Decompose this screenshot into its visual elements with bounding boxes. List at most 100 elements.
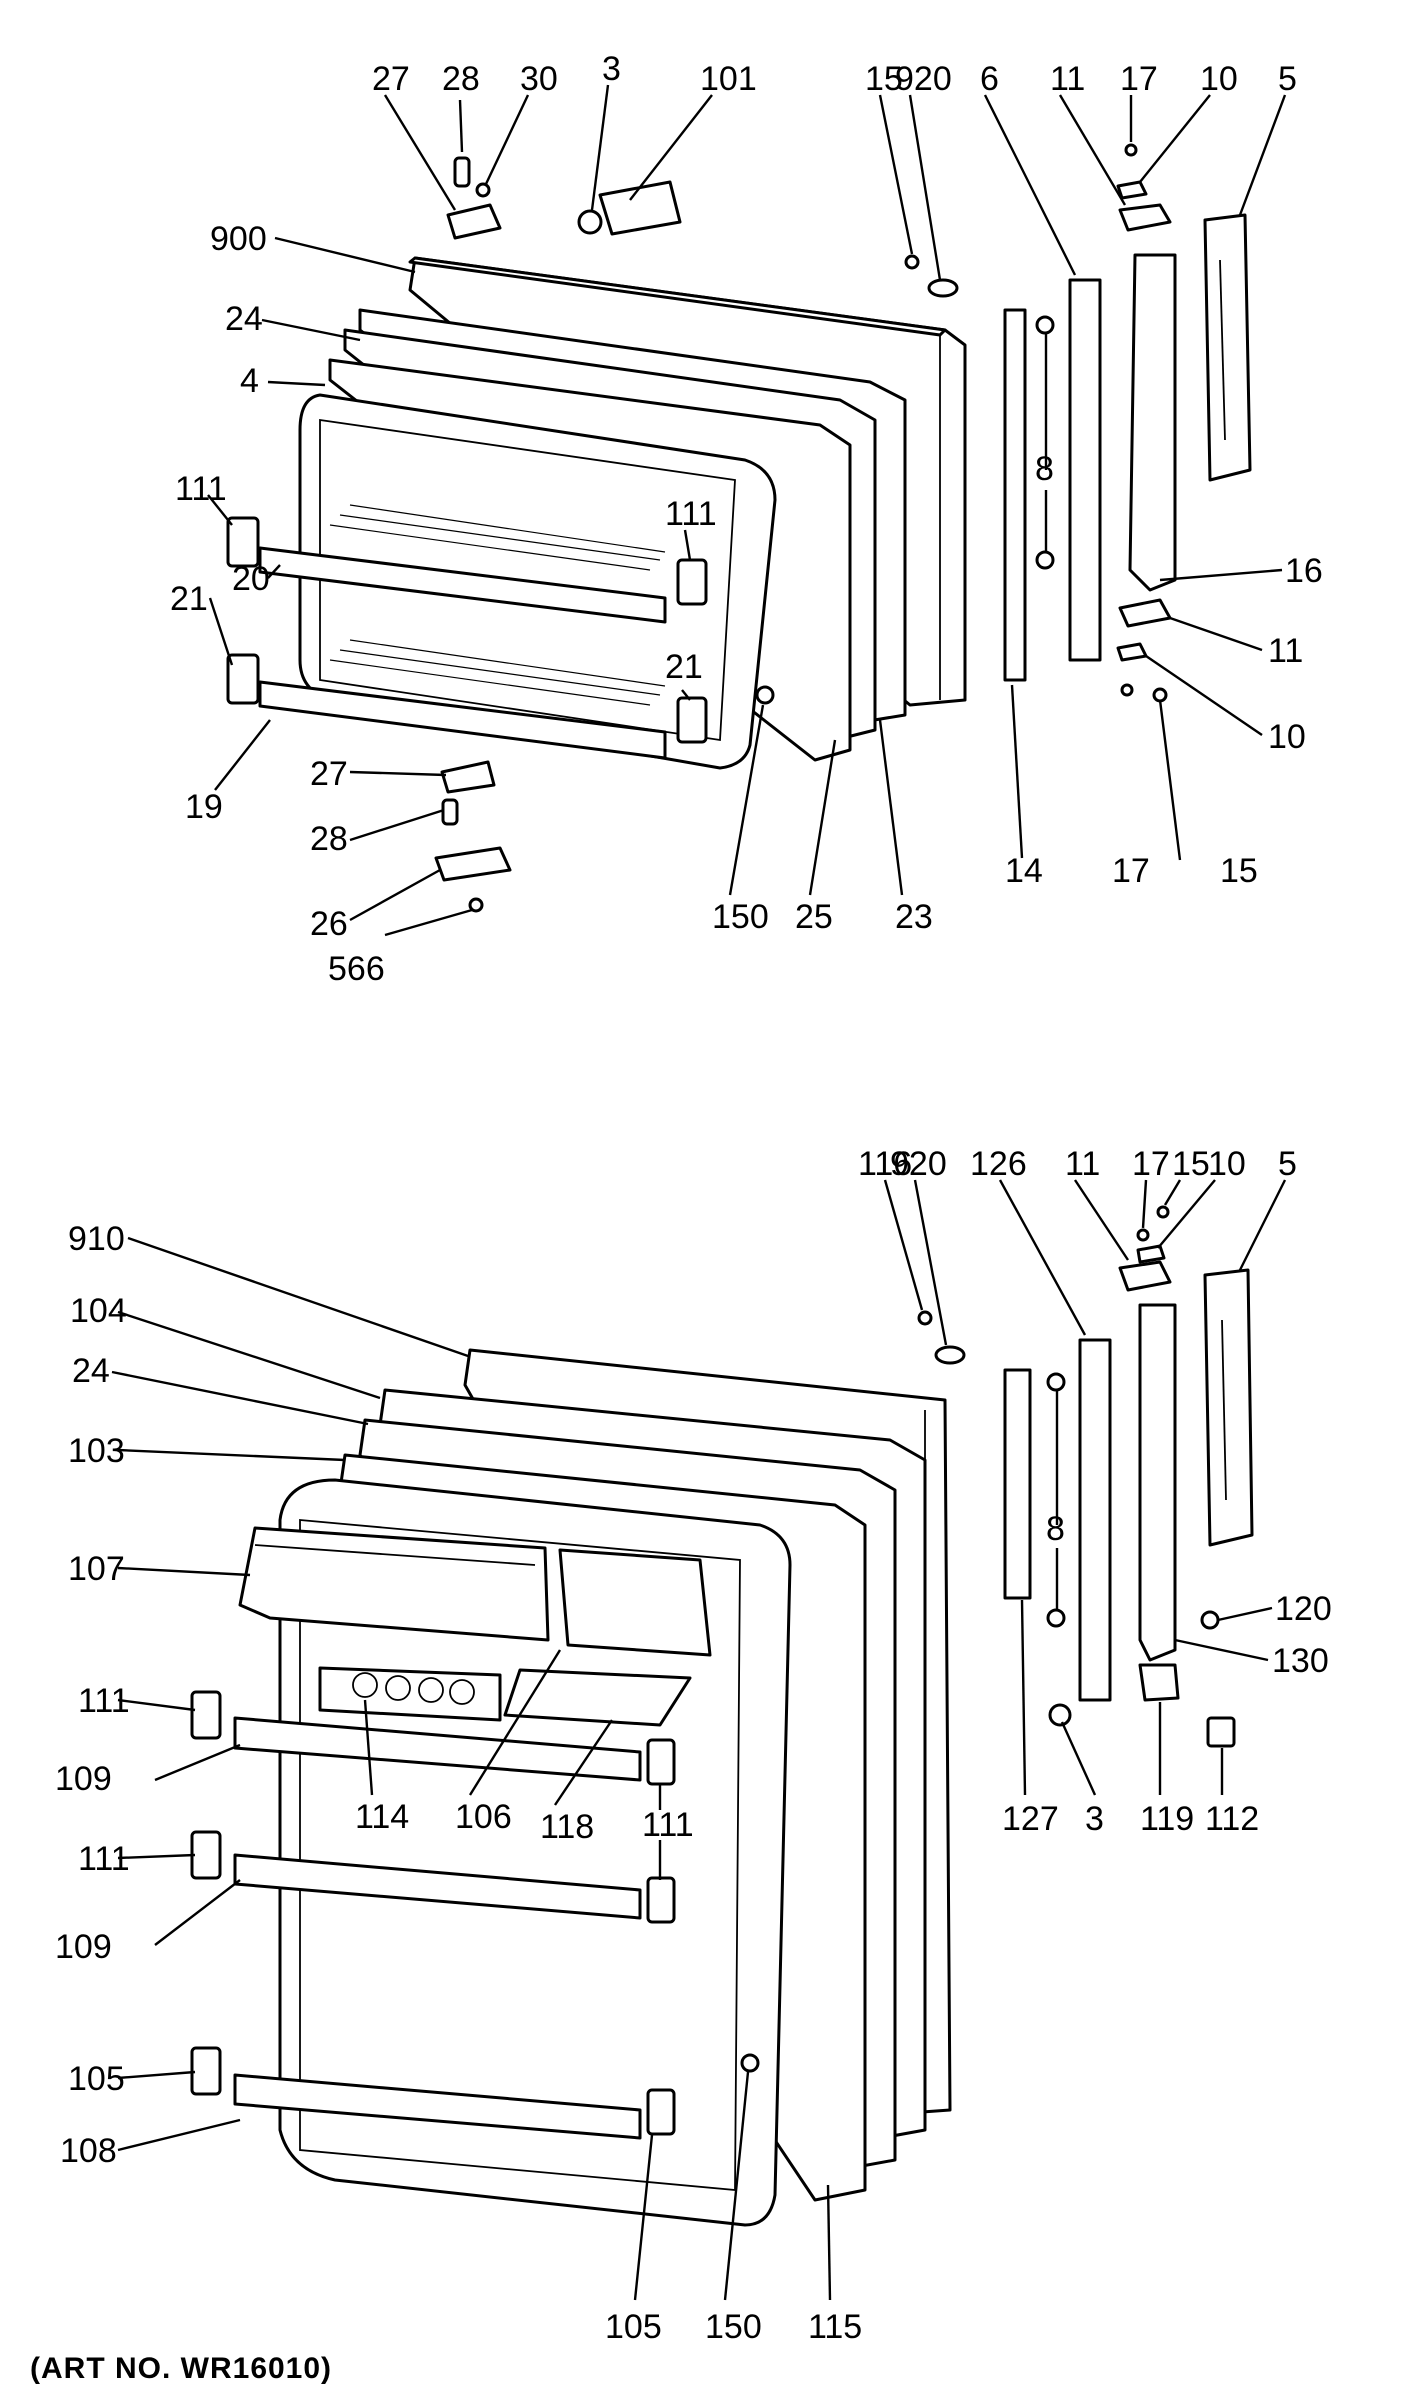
callout-103: 103 <box>68 1432 125 1470</box>
callout-11: 11 <box>1050 60 1085 98</box>
fresh-food-callouts: 116 920 126 11 17 15 10 5 910 104 24 103… <box>55 1145 1332 2346</box>
top-hinge-parts <box>446 156 959 298</box>
callout-3: 3 <box>602 50 621 88</box>
callout-23: 23 <box>895 898 933 936</box>
plug-920 <box>927 278 959 298</box>
screw-150 <box>755 685 775 705</box>
callout-900: 900 <box>210 220 267 258</box>
dairy-compartment <box>238 1526 712 1657</box>
plug-3-lower <box>1048 1703 1072 1727</box>
callout-8: 8 <box>1035 450 1054 488</box>
inner-door-liner-lower <box>190 1478 792 2227</box>
callout-114: 114 <box>355 1798 409 1836</box>
callout-24-lower: 24 <box>72 1352 110 1390</box>
tray-118 <box>503 1668 692 1727</box>
callout-27: 27 <box>372 60 410 98</box>
callout-118: 118 <box>540 1808 594 1846</box>
screw-17-lower <box>1136 1228 1150 1242</box>
callout-27-bottom: 27 <box>310 755 348 793</box>
art-number-label: (ART NO. WR16010) <box>30 2352 333 2385</box>
shim-10-bottom <box>1116 642 1148 662</box>
callout-920-lower: 920 <box>890 1145 947 1183</box>
callout-25: 25 <box>795 898 833 936</box>
handle-5 <box>1203 213 1252 482</box>
callout-109-upper: 109 <box>55 1760 112 1798</box>
freezer-leader-lines <box>207 84 1287 937</box>
callout-4: 4 <box>240 362 259 400</box>
callout-21-left: 21 <box>170 580 208 618</box>
shim-10-top <box>1116 180 1148 200</box>
callout-127: 127 <box>1002 1800 1059 1838</box>
screw-8-lower-lower <box>1046 1608 1066 1628</box>
callout-105-bottom: 105 <box>605 2308 662 2346</box>
screw-15 <box>904 254 920 270</box>
handle-5-lower <box>1203 1268 1254 1547</box>
hinge-27-bottom <box>440 760 496 794</box>
shelf-bracket-21-right <box>676 696 708 744</box>
callout-108: 108 <box>60 2132 117 2170</box>
screw-8-upper <box>1035 315 1055 335</box>
handle-16 <box>1128 253 1177 592</box>
callout-26: 26 <box>310 905 348 943</box>
screw-8-upper-lower <box>1046 1372 1066 1392</box>
door-shelf-lower <box>258 639 667 760</box>
bottom-hinge-parts <box>434 685 775 913</box>
shelf-bracket-111-b <box>190 1830 222 1880</box>
nameplate-101 <box>598 180 682 236</box>
callout-15-bottom: 15 <box>1220 852 1258 890</box>
right-side-hardware <box>1003 143 1252 703</box>
callout-104: 104 <box>70 1292 127 1330</box>
fresh-food-leader-lines <box>111 1179 1287 2301</box>
door-shelf-upper <box>258 504 667 624</box>
door-shelf-109-lower <box>233 1853 642 1920</box>
callout-150-lower: 150 <box>705 2308 762 2346</box>
callout-150: 150 <box>712 898 769 936</box>
screw-566 <box>468 897 484 913</box>
hinge-119 <box>1138 1663 1180 1702</box>
screw-8-lower <box>1035 550 1055 570</box>
callout-17-bottom: 17 <box>1112 852 1150 890</box>
trim-14 <box>1003 308 1027 682</box>
callout-115: 115 <box>808 2308 862 2346</box>
hinge-cover-11-lower <box>1118 1260 1172 1292</box>
callout-107: 107 <box>68 1550 125 1588</box>
shelf-bracket-111-d <box>646 1876 676 1924</box>
callout-130: 130 <box>1272 1642 1329 1680</box>
screw-15-lower <box>1156 1205 1170 1219</box>
callout-910: 910 <box>68 1220 125 1258</box>
plug-3 <box>577 209 603 235</box>
callout-20: 20 <box>232 560 270 598</box>
hinge-pin-28-bottom <box>441 798 459 826</box>
callout-19: 19 <box>185 788 223 826</box>
callout-126: 126 <box>970 1145 1027 1183</box>
screw-15-bottom <box>1152 687 1168 703</box>
callout-6: 6 <box>980 60 999 98</box>
freezer-callouts: 27 28 30 3 101 15 920 6 11 17 10 5 900 2… <box>170 50 1323 988</box>
callout-17-lower: 17 <box>1132 1145 1170 1183</box>
callout-28-bottom: 28 <box>310 820 348 858</box>
clip-112 <box>1206 1716 1236 1748</box>
callout-111-b: 111 <box>78 1840 130 1878</box>
door-shelf-108 <box>233 2073 642 2140</box>
callout-10: 10 <box>1200 60 1238 98</box>
handle-mount-126 <box>1078 1338 1112 1702</box>
callout-566: 566 <box>328 950 385 988</box>
callout-21-right: 21 <box>665 648 703 686</box>
shelf-bracket-111-c <box>646 1738 676 1786</box>
shelf-bracket-111-a <box>190 1690 222 1740</box>
hinge-27 <box>446 203 502 240</box>
callout-14: 14 <box>1005 852 1043 890</box>
callout-16: 16 <box>1285 552 1323 590</box>
callout-111-right: 111 <box>665 495 717 533</box>
inner-door-liner <box>226 393 777 770</box>
callout-10-lower: 10 <box>1208 1145 1246 1183</box>
screw-17-top <box>1124 143 1138 157</box>
handle-mount-6 <box>1068 278 1102 662</box>
shelf-bracket-21-left <box>226 653 260 705</box>
hinge-pin-28 <box>453 156 471 188</box>
callout-8-lower: 8 <box>1046 1510 1065 1548</box>
fresh-food-door-assembly: 116 920 126 11 17 15 10 5 910 104 24 103… <box>55 1145 1332 2346</box>
callout-106: 106 <box>455 1798 512 1836</box>
trim-127 <box>1003 1368 1032 1600</box>
